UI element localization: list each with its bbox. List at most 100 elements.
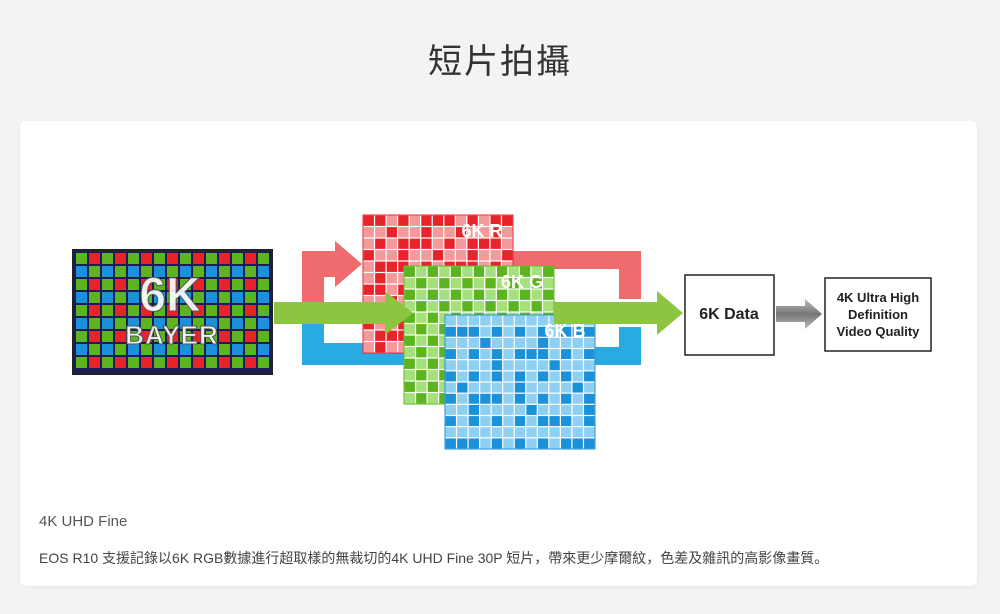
channel-pixel <box>468 337 480 348</box>
channel-pixel <box>480 315 491 326</box>
bayer-pixel <box>245 305 256 316</box>
channel-pixel <box>421 215 432 226</box>
bayer-pixel <box>128 331 139 342</box>
channel-pixel <box>439 312 450 323</box>
channel-pixel <box>386 238 398 249</box>
channel-pixel <box>508 289 519 300</box>
channel-pixel <box>457 427 468 438</box>
bayer-pixel <box>245 266 256 277</box>
channel-pixel <box>445 427 456 438</box>
channel-pixel <box>537 427 549 438</box>
channel-pixel <box>549 427 560 438</box>
bayer-pixel <box>232 266 243 277</box>
bayer-pixel <box>115 253 126 264</box>
bayer-pixel <box>102 344 113 355</box>
bayer-pixel <box>206 253 217 264</box>
bayer-pixel <box>258 318 269 329</box>
channel-pixel <box>502 215 513 226</box>
channel-pixel <box>409 250 421 261</box>
channel-pixel <box>584 393 595 404</box>
channel-pixel <box>503 360 514 371</box>
bayer-pixel <box>206 305 217 316</box>
channel-pixel <box>439 370 450 381</box>
bayer-pixel <box>89 279 100 290</box>
channel-pixel <box>543 266 554 277</box>
channel-pixel <box>439 266 450 277</box>
channel-pixel <box>375 238 386 249</box>
4k-quality-box: 4K Ultra High Definition Video Quality <box>824 277 932 352</box>
bayer-pixel <box>245 292 256 303</box>
channel-pixel <box>560 337 572 348</box>
channel-pixel <box>409 227 421 238</box>
channel-pixel <box>549 337 560 348</box>
blue-return-band <box>594 327 641 365</box>
channel-pixel <box>386 330 398 341</box>
channel-pixel <box>584 349 595 360</box>
bayer-pixel <box>167 266 178 277</box>
channel-pixel <box>398 296 409 307</box>
channel-pixel <box>455 215 467 226</box>
bayer-pixel <box>167 279 178 290</box>
channel-pixel <box>537 404 549 415</box>
channel-pixel <box>375 250 386 261</box>
channel-pixel <box>531 289 542 300</box>
bayer-pixel <box>167 253 178 264</box>
channel-pixel <box>549 393 560 404</box>
channel-pixel <box>467 238 478 249</box>
bayer-pixel <box>180 279 191 290</box>
bayer-pixel <box>128 318 139 329</box>
bayer-pixel <box>76 357 87 368</box>
channel-pixel <box>503 438 514 449</box>
bayer-pixel <box>232 318 243 329</box>
channel-pixel <box>468 371 480 382</box>
bayer-pixel <box>102 279 113 290</box>
channel-pixel <box>445 337 456 348</box>
channel-pixel <box>455 238 467 249</box>
channel-pixel <box>485 266 496 277</box>
channel-pixel <box>457 438 468 449</box>
bayer-pixel <box>89 305 100 316</box>
channel-pixel <box>491 371 503 382</box>
channel-pixel <box>439 301 450 312</box>
bayer-pixel <box>232 357 243 368</box>
channel-pixel <box>560 393 572 404</box>
channel-pixel <box>490 238 501 249</box>
bayer-pixel <box>232 331 243 342</box>
channel-pixel <box>363 319 374 330</box>
channel-pixel <box>496 266 508 277</box>
bayer-pixel <box>232 253 243 264</box>
channel-pixel <box>503 393 514 404</box>
channel-pixel <box>445 315 456 326</box>
channel-pixel <box>503 349 514 360</box>
channel-pixel <box>421 250 432 261</box>
channel-pixel <box>363 273 374 284</box>
caption-body: EOS R10 支援記錄以6K RGB數據進行超取樣的無裁切的4K UHD Fi… <box>39 550 829 566</box>
6k-data-box-frame <box>684 274 775 356</box>
channel-pixel <box>502 250 513 261</box>
channel-pixel <box>416 370 427 381</box>
channel-pixel <box>480 438 491 449</box>
bayer-pixel <box>102 318 113 329</box>
channel-pixel <box>503 326 514 337</box>
bayer-pixel <box>245 279 256 290</box>
channel-pixel <box>404 381 415 392</box>
channel-pixel <box>584 427 595 438</box>
bayer-pixel <box>193 266 204 277</box>
channel-pixel <box>416 278 427 289</box>
channel-pixel <box>549 360 560 371</box>
channel-pixel <box>416 335 427 346</box>
channel-pixel <box>491 438 503 449</box>
bayer-pixel <box>141 266 152 277</box>
bayer-pixel <box>89 344 100 355</box>
channel-pixel <box>432 250 444 261</box>
channel-pixel <box>427 370 439 381</box>
channel-pixel <box>480 427 491 438</box>
bayer-pixel <box>128 305 139 316</box>
channel-pixel <box>537 371 549 382</box>
bayer-pixel <box>115 344 126 355</box>
channel-pixel <box>416 358 427 369</box>
channel-pixel <box>526 360 537 371</box>
channel-pixel <box>416 347 427 358</box>
channel-pixel <box>468 382 480 393</box>
channel-pixel <box>404 370 415 381</box>
